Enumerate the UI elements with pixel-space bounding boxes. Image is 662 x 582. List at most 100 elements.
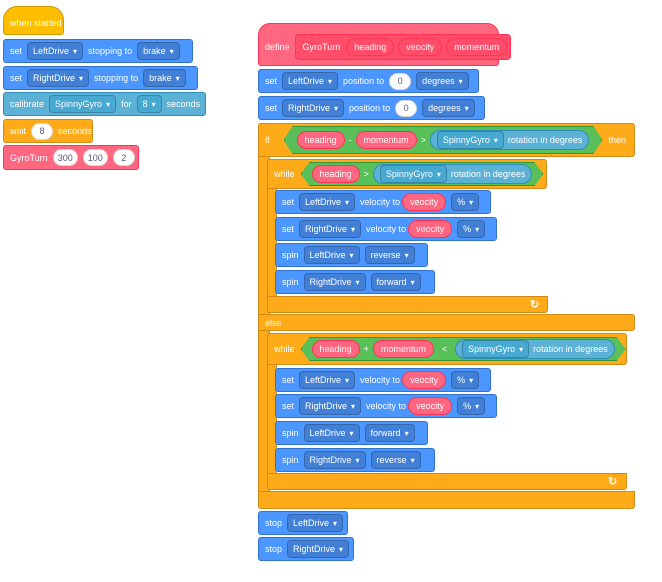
set-rightdrive-velocity-block[interactable]: set RightDrive velocity to veocity % <box>275 217 497 241</box>
motor-dropdown[interactable]: LeftDrive <box>299 371 356 389</box>
set-leftdrive-velocity-block[interactable]: set LeftDrive velocity to veocity % <box>275 190 491 214</box>
param-momentum[interactable]: momentum <box>446 37 508 56</box>
spin-leftdrive-block[interactable]: spin LeftDrive reverse <box>275 243 428 267</box>
compare-operator: > <box>420 135 426 145</box>
heading-reporter[interactable]: heading <box>312 340 360 358</box>
momentum-reporter[interactable]: momentum <box>356 131 417 149</box>
stop-leftdrive-block[interactable]: stop LeftDrive <box>258 511 348 535</box>
spin-leftdrive-block[interactable]: spin LeftDrive forward <box>275 421 428 445</box>
heading-reporter[interactable]: heading <box>312 165 360 183</box>
block-text: stopping to <box>94 73 139 83</box>
motor-dropdown[interactable]: LeftDrive <box>282 72 339 90</box>
veocity-reporter[interactable]: veocity <box>408 220 453 238</box>
stopping-mode-dropdown[interactable]: brake <box>143 69 186 87</box>
set-leftdrive-velocity-block[interactable]: set LeftDrive velocity to veocity % <box>275 368 491 392</box>
while-1-condition[interactable]: heading > SpinnyGyro rotation in degrees <box>301 162 544 186</box>
arg-input-momentum[interactable]: 2 <box>112 149 135 166</box>
veocity-reporter[interactable]: veocity <box>402 193 447 211</box>
direction-dropdown[interactable]: reverse <box>370 451 421 469</box>
block-verb: set <box>10 73 23 83</box>
unit-dropdown[interactable]: % <box>457 397 486 415</box>
motor-dropdown[interactable]: LeftDrive <box>299 193 356 211</box>
gyro-dropdown[interactable]: SpinnyGyro <box>462 340 529 358</box>
if-condition[interactable]: heading - momentum > SpinnyGyro rotation… <box>284 126 603 154</box>
motor-dropdown[interactable]: RightDrive <box>27 69 90 87</box>
procedure-name: GyroTurn <box>10 152 48 163</box>
set-rightdrive-velocity-block[interactable]: set RightDrive velocity to veocity % <box>275 394 497 418</box>
while-loop-2[interactable]: while heading + momentum < SpinnyGyro ro… <box>267 333 627 365</box>
define-gyroturn-block[interactable]: define GyroTurn heading veocity momentum <box>258 23 512 66</box>
motor-dropdown[interactable]: RightDrive <box>287 540 350 558</box>
set-rightdrive-stopping-block[interactable]: set RightDrive stopping to brake <box>3 66 198 90</box>
define-prototype: GyroTurn heading veocity momentum <box>294 33 512 60</box>
gyro-dropdown[interactable]: SpinnyGyro <box>380 165 447 183</box>
set-leftdrive-stopping-block[interactable]: set LeftDrive stopping to brake <box>3 39 193 63</box>
unit-dropdown[interactable]: % <box>451 193 480 211</box>
while-loop-2-footer <box>267 473 627 490</box>
loop-arrow-icon: ↻ <box>608 476 618 488</box>
set-leftdrive-position-block[interactable]: set LeftDrive position to 0 degrees <box>258 69 479 93</box>
gyro-rotation-reporter[interactable]: SpinnyGyro rotation in degrees <box>430 130 590 150</box>
gyro-rotation-reporter[interactable]: SpinnyGyro rotation in degrees <box>373 164 533 184</box>
motor-dropdown[interactable]: RightDrive <box>303 451 366 469</box>
arg-input-velocity[interactable]: 100 <box>82 149 108 166</box>
veocity-reporter[interactable]: veocity <box>408 397 453 415</box>
param-veocity[interactable]: veocity <box>398 37 443 56</box>
seconds-dropdown[interactable]: 8 <box>136 95 162 113</box>
veocity-reporter[interactable]: veocity <box>402 371 447 389</box>
unit-dropdown[interactable]: degrees <box>416 72 469 90</box>
momentum-reporter[interactable]: momentum <box>373 340 434 358</box>
spin-rightdrive-block[interactable]: spin RightDrive forward <box>275 270 435 294</box>
block-verb: set <box>282 375 295 385</box>
position-input[interactable]: 0 <box>395 99 418 117</box>
while-keyword: while <box>274 169 295 179</box>
block-verb: set <box>282 197 295 207</box>
when-started-hat-block[interactable]: when started <box>3 6 64 35</box>
calibrate-gyro-block[interactable]: calibrate SpinnyGyro for 8 seconds <box>3 92 206 116</box>
motor-dropdown[interactable]: RightDrive <box>303 273 366 291</box>
motor-dropdown[interactable]: LeftDrive <box>303 424 360 442</box>
direction-dropdown[interactable]: forward <box>364 424 415 442</box>
stopping-mode-dropdown[interactable]: brake <box>137 42 180 60</box>
unit-dropdown[interactable]: degrees <box>422 99 475 117</box>
then-keyword: then <box>608 135 626 145</box>
else-keyword: else <box>265 317 282 328</box>
arg-input-heading[interactable]: 300 <box>52 149 78 166</box>
wait-seconds-input[interactable]: 8 <box>31 122 54 140</box>
motor-dropdown[interactable]: LeftDrive <box>303 246 360 264</box>
wait-block[interactable]: wait 8 seconds <box>3 119 93 143</box>
while-2-condition[interactable]: heading + momentum < SpinnyGyro rotation… <box>301 337 626 361</box>
direction-dropdown[interactable]: reverse <box>364 246 415 264</box>
motor-dropdown[interactable]: RightDrive <box>299 397 362 415</box>
motor-dropdown[interactable]: RightDrive <box>282 99 345 117</box>
stop-rightdrive-block[interactable]: stop RightDrive <box>258 537 354 561</box>
position-input[interactable]: 0 <box>389 72 412 90</box>
spin-rightdrive-block[interactable]: spin RightDrive reverse <box>275 448 435 472</box>
block-verb: spin <box>282 455 299 465</box>
while-keyword: while <box>274 344 295 354</box>
block-verb: set <box>265 76 278 86</box>
heading-reporter[interactable]: heading <box>297 131 345 149</box>
if-header[interactable]: if heading - momentum > SpinnyGyro rotat… <box>258 123 635 157</box>
compare-operator: < <box>441 344 448 354</box>
motor-dropdown[interactable]: LeftDrive <box>287 514 344 532</box>
motor-dropdown[interactable]: RightDrive <box>299 220 362 238</box>
unit-dropdown[interactable]: % <box>451 371 480 389</box>
param-heading[interactable]: heading <box>346 37 395 56</box>
block-text: seconds <box>166 99 201 109</box>
direction-dropdown[interactable]: forward <box>370 273 421 291</box>
block-verb: spin <box>282 277 299 287</box>
block-verb: spin <box>282 428 299 438</box>
gyro-rotation-reporter[interactable]: SpinnyGyro rotation in degrees <box>455 339 615 359</box>
unit-dropdown[interactable]: % <box>457 220 486 238</box>
gyro-dropdown[interactable]: SpinnyGyro <box>49 95 117 113</box>
hat-label: when started <box>10 17 62 28</box>
while-loop-1[interactable]: while heading > SpinnyGyro rotation in d… <box>267 159 547 189</box>
set-rightdrive-position-block[interactable]: set RightDrive position to 0 degrees <box>258 96 485 120</box>
gyro-dropdown[interactable]: SpinnyGyro <box>437 131 504 149</box>
reporter-text: rotation in degrees <box>450 169 526 179</box>
while-loop-1-footer <box>267 296 548 313</box>
gyroturn-call-block[interactable]: GyroTurn 300 100 2 <box>3 145 139 170</box>
else-divider: else <box>258 314 635 331</box>
motor-dropdown[interactable]: LeftDrive <box>27 42 84 60</box>
